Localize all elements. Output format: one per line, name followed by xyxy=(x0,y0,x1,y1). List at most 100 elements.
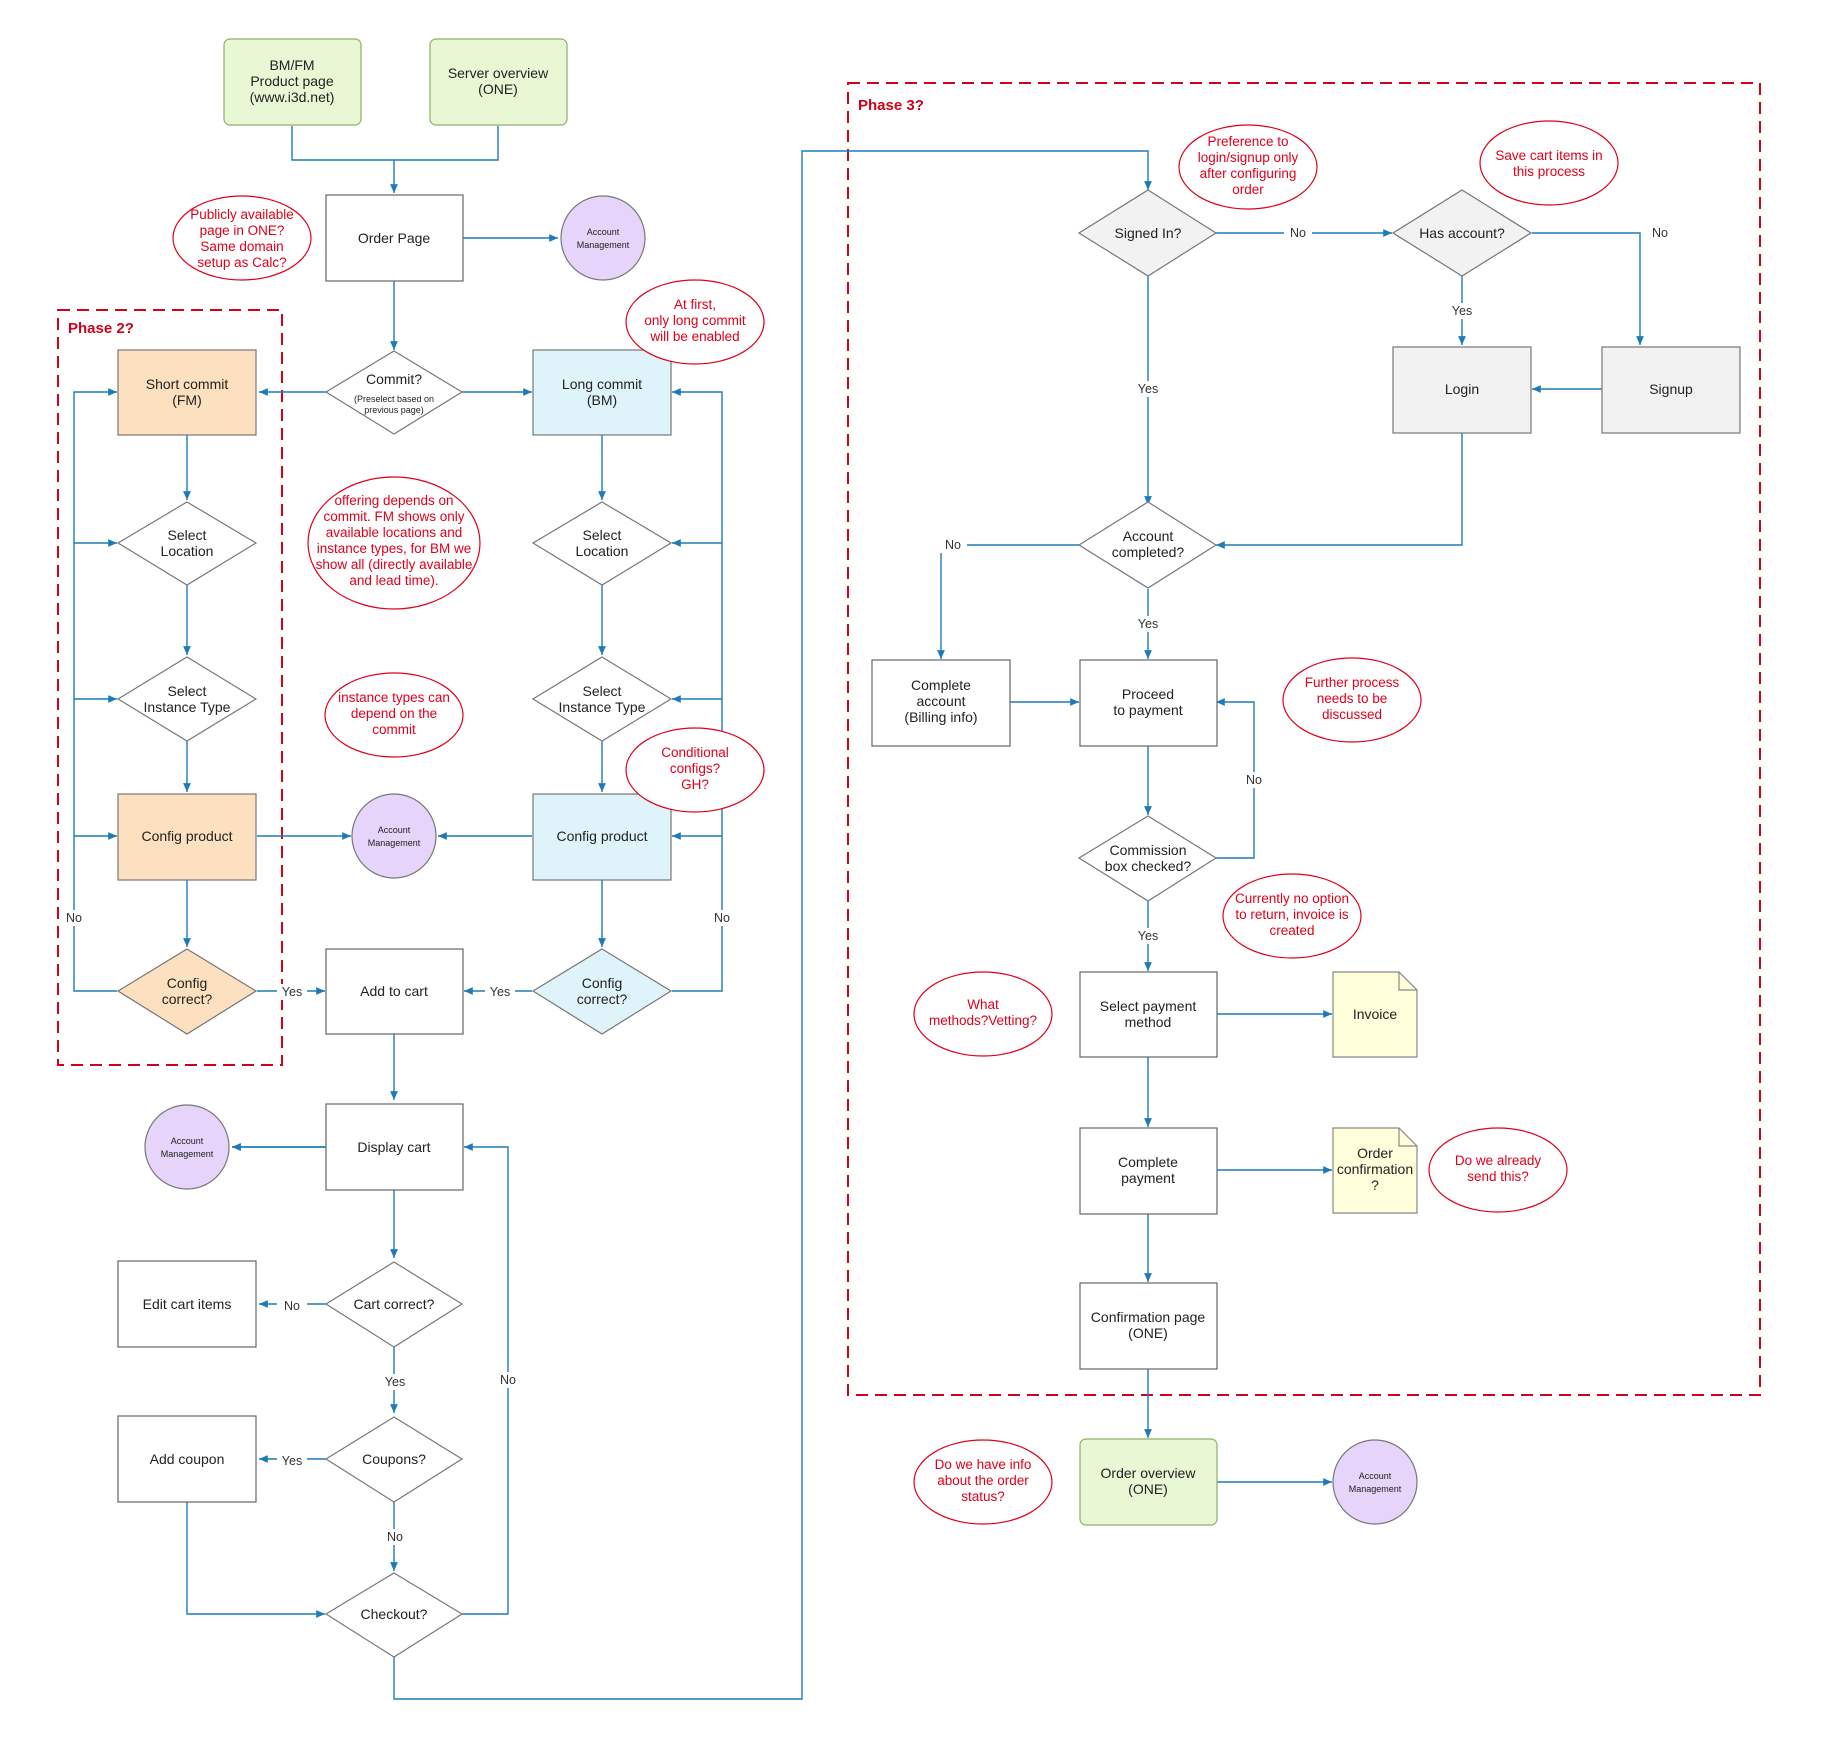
bm-config-correct-decision[interactable] xyxy=(531,948,673,1035)
edge-label-fm-no: No xyxy=(66,911,82,925)
short-commit-box[interactable] xyxy=(117,349,257,436)
commission-box-decision[interactable] xyxy=(1077,815,1218,902)
bmfm-product-page-box[interactable] xyxy=(223,38,362,126)
checkout-decision[interactable] xyxy=(324,1572,464,1658)
note-public-page-ellipse xyxy=(172,195,312,281)
note-preference-login-ellipse xyxy=(1178,124,1318,210)
account-management-4-circle[interactable] xyxy=(1332,1439,1418,1525)
server-overview-box[interactable] xyxy=(429,38,568,126)
confirmation-page-box[interactable] xyxy=(1079,1282,1218,1370)
order-overview-box[interactable] xyxy=(1079,1438,1218,1526)
note-order-status-ellipse xyxy=(913,1439,1053,1525)
has-account-label: Has account? xyxy=(1419,225,1505,241)
edge-label-coupon-yes: Yes xyxy=(282,1454,302,1468)
server-overview-label: Server overview(ONE) xyxy=(448,65,549,97)
edge-label-commission-yes: Yes xyxy=(1138,929,1158,943)
signup-box[interactable] xyxy=(1601,346,1741,434)
complete-payment-box[interactable] xyxy=(1079,1127,1218,1215)
edge-label-cart-no: No xyxy=(284,1299,300,1313)
order-confirmation-document[interactable] xyxy=(1332,1127,1418,1214)
fm-config-correct-decision[interactable] xyxy=(116,948,258,1035)
login-label: Login xyxy=(1445,381,1479,397)
fm-config-product-box[interactable] xyxy=(117,793,257,881)
proceed-to-payment-box[interactable] xyxy=(1079,659,1218,747)
has-account-decision[interactable] xyxy=(1391,189,1533,277)
commit-decision[interactable] xyxy=(324,350,464,435)
note-conditional-ellipse xyxy=(625,727,765,813)
account-management-2-circle[interactable] xyxy=(351,793,437,879)
order-page-box[interactable] xyxy=(325,194,464,282)
bm-config-product-label: Config product xyxy=(556,828,647,844)
note-further-process-ellipse xyxy=(1282,657,1422,743)
add-to-cart-box[interactable] xyxy=(325,948,464,1035)
edge-label-signed-yes: Yes xyxy=(1138,382,1158,396)
edge-label-hasacc-no: No xyxy=(1652,226,1668,240)
note-long-commit-ellipse xyxy=(625,279,765,365)
coupons-decision[interactable] xyxy=(324,1416,464,1503)
fm-config-product-label: Config product xyxy=(141,828,232,844)
select-payment-method-box[interactable] xyxy=(1079,971,1218,1058)
edge-label-hasacc-yes: Yes xyxy=(1452,304,1472,318)
checkout-label: Checkout? xyxy=(361,1606,428,1622)
long-commit-box[interactable] xyxy=(532,349,672,436)
account-management-3-circle[interactable] xyxy=(144,1104,230,1190)
cart-correct-decision[interactable] xyxy=(324,1261,464,1348)
connectors xyxy=(73,126,1644,1700)
fm-select-instance-decision[interactable] xyxy=(116,656,258,742)
display-cart-label: Display cart xyxy=(357,1139,430,1155)
bm-select-location-decision[interactable] xyxy=(531,501,673,586)
account-completed-decision[interactable] xyxy=(1077,501,1218,589)
note-no-option-ellipse xyxy=(1222,873,1362,959)
display-cart-box[interactable] xyxy=(325,1103,464,1191)
fm-select-location-decision[interactable] xyxy=(116,501,258,586)
bm-config-product-box[interactable] xyxy=(532,793,672,881)
invoice-label: Invoice xyxy=(1353,1006,1398,1022)
note-offering-ellipse xyxy=(307,476,481,610)
phase-3-label: Phase 3? xyxy=(858,97,924,114)
complete-account-box[interactable] xyxy=(871,659,1011,747)
account-management-1-circle[interactable] xyxy=(560,195,646,281)
edge-label-signed-no: No xyxy=(1290,226,1306,240)
long-commit-label: Long commit(BM) xyxy=(562,376,642,408)
edit-cart-items-label: Edit cart items xyxy=(143,1296,232,1312)
signed-in-label: Signed In? xyxy=(1115,225,1182,241)
edit-cart-items-box[interactable] xyxy=(117,1260,257,1348)
invoice-fold-icon xyxy=(1398,972,1417,991)
signed-in-decision[interactable] xyxy=(1077,189,1218,277)
add-to-cart-label: Add to cart xyxy=(360,983,428,999)
login-box[interactable] xyxy=(1392,346,1532,434)
bm-select-instance-decision[interactable] xyxy=(531,656,673,742)
invoice-document[interactable] xyxy=(1332,971,1418,1058)
note-save-cart-ellipse xyxy=(1479,120,1619,206)
edge-label-commission-no: No xyxy=(1246,773,1262,787)
edge-label-bm-no: No xyxy=(714,911,730,925)
add-coupon-box[interactable] xyxy=(117,1415,257,1503)
phase-2-label: Phase 2? xyxy=(68,320,134,337)
edge-label-fm-yes: Yes xyxy=(282,985,302,999)
edge-label-coupon-no: No xyxy=(387,1530,403,1544)
